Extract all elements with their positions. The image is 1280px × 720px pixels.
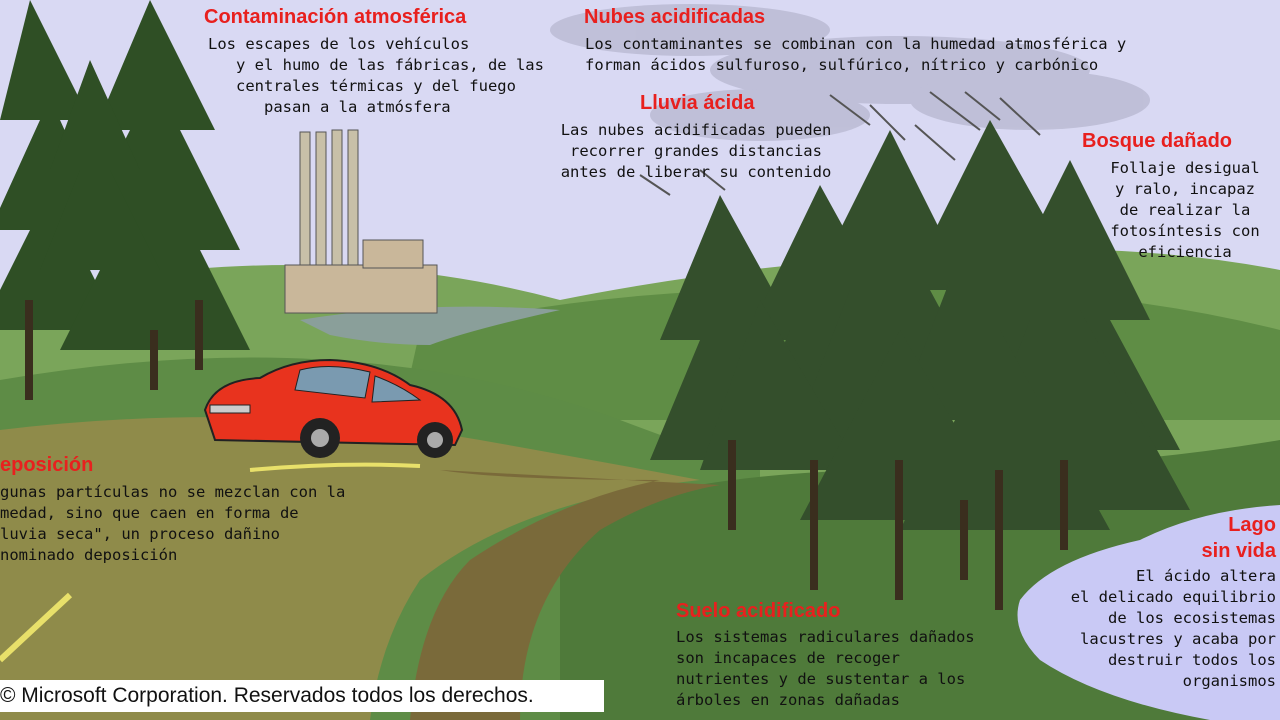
- label-nubes-title: Nubes acidificadas: [584, 6, 766, 28]
- rain-icon: [639, 91, 1041, 196]
- pine-tree-icon: [0, 0, 250, 400]
- label-contaminacion-text: Los escapes de los vehículos y el humo d…: [208, 35, 544, 116]
- label-deposicion-text: gunas partículas no se mezclan con la me…: [0, 483, 346, 564]
- label-deposicion-title: eposición: [0, 454, 94, 476]
- road: [0, 417, 700, 720]
- river: [300, 306, 560, 345]
- label-lago-text: El ácido altera el delicado equilibrio d…: [1070, 567, 1276, 690]
- label-nubes-text: Los contaminantes se combinan con la hum…: [585, 35, 1127, 74]
- pine-tree-icon: [650, 120, 1190, 610]
- copyright-notice: © Microsoft Corporation. Reservados todo…: [0, 680, 604, 712]
- cloud-icon: [550, 4, 1150, 141]
- label-lluvia-text: Las nubes acidificadas pueden recorrer g…: [560, 121, 832, 181]
- label-lago-title: Lago sin vida: [1201, 514, 1276, 562]
- lake-icon: [1017, 505, 1280, 720]
- road-line: [249, 462, 421, 472]
- factory-icon: [284, 129, 438, 314]
- label-suelo-text: Los sistemas radiculares dañados son inc…: [676, 628, 975, 709]
- car-icon: [203, 358, 464, 458]
- dirt-path: [410, 470, 720, 720]
- label-bosque-text: Follaje desigual y ralo, incapaz de real…: [1110, 159, 1260, 261]
- label-bosque-title: Bosque dañado: [1082, 130, 1233, 152]
- label-suelo-title: Suelo acidificado: [676, 600, 841, 622]
- label-contaminacion-title: Contaminación atmosférica: [204, 6, 467, 28]
- label-lluvia-title: Lluvia ácida: [640, 92, 755, 114]
- road-line: [0, 592, 73, 663]
